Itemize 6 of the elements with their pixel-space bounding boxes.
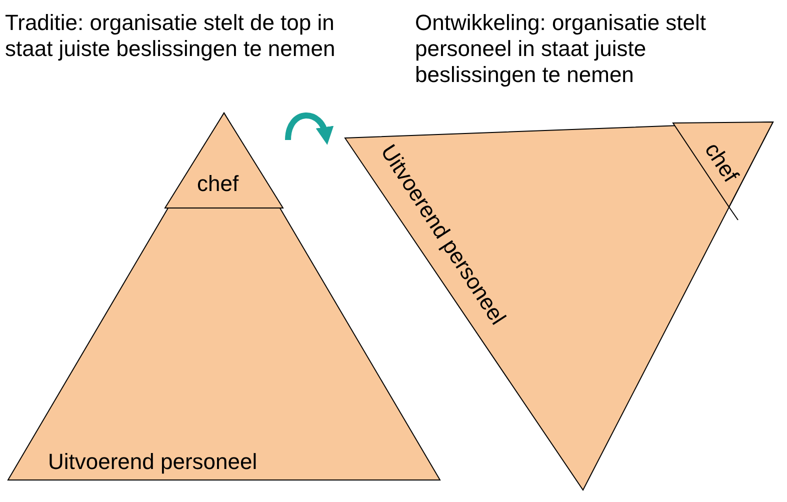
tier-label: chef — [699, 138, 744, 188]
tier-label: chef — [197, 171, 239, 197]
heading-text: Traditie: organisatie stelt de top in staat juiste beslissingen te nemen — [5, 10, 336, 62]
tier-label: Uitvoerend personeel — [48, 449, 258, 475]
curved-arrow — [285, 112, 333, 145]
heading-text: Ontwikkeling: organisatie stelt personeel in staat juiste beslissingen te nemen — [415, 10, 708, 88]
